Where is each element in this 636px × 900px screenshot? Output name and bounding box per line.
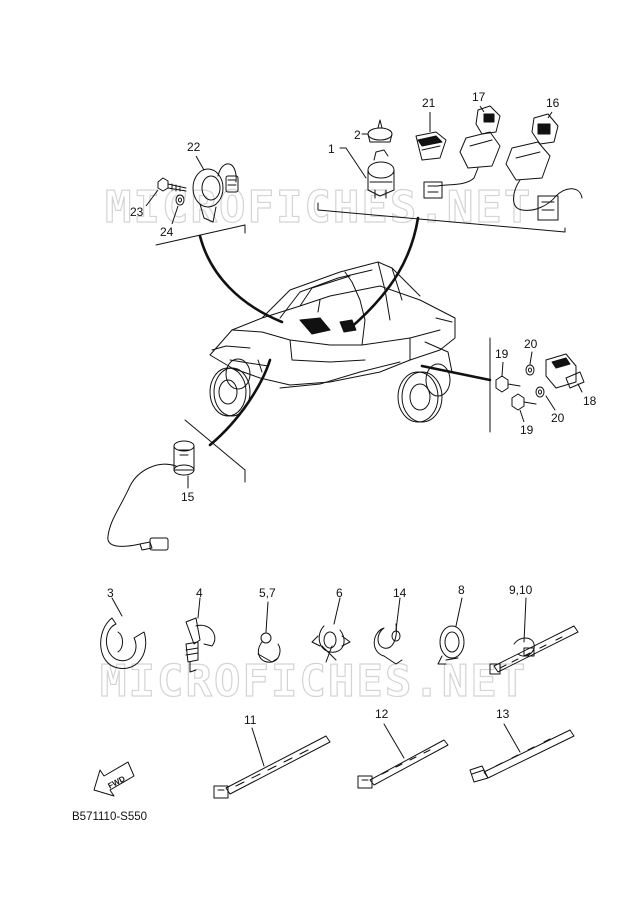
diagram-code: B571110-S550 — [72, 811, 147, 823]
callout-1: 1 — [328, 142, 335, 156]
leader-part-4 — [197, 597, 201, 619]
part-switch-cover[interactable] — [415, 131, 447, 161]
callout-19-top: 19 — [495, 347, 509, 361]
leader-part-3 — [111, 597, 123, 617]
callout-17: 17 — [472, 90, 486, 104]
callout-24: 24 — [160, 225, 174, 239]
callout-18: 18 — [583, 394, 597, 408]
callout-9-10: 9,10 — [509, 583, 533, 597]
leader-part-910 — [523, 597, 527, 643]
leader-part-24 — [171, 205, 179, 225]
part-bolt-19-top[interactable] — [495, 375, 521, 393]
part-clamp-4[interactable] — [185, 617, 216, 673]
watermark-bottom: MICROFICHES.NET — [100, 656, 527, 707]
callout-6: 6 — [336, 586, 343, 600]
callout-3: 3 — [107, 586, 114, 600]
leader-part-23 — [145, 189, 159, 207]
leader-part-22 — [195, 155, 205, 171]
bracket-socket-group — [184, 419, 246, 483]
part-clamp-6[interactable] — [311, 625, 351, 663]
part-relay-18[interactable] — [545, 353, 585, 389]
leader-part-16 — [547, 111, 553, 119]
part-clamp-8[interactable] — [437, 625, 465, 665]
vehicle-illustration — [209, 261, 456, 423]
part-power-socket[interactable] — [107, 440, 195, 551]
leader-part-14 — [395, 597, 401, 631]
part-washer-24[interactable] — [175, 194, 185, 206]
part-horn[interactable] — [192, 163, 239, 223]
callout-21: 21 — [422, 96, 436, 110]
leader-part-11 — [251, 727, 265, 767]
part-cable-tie-11[interactable] — [213, 735, 331, 799]
callout-16: 16 — [546, 96, 560, 110]
callout-numbers: 1 2 3 4 5,7 6 8 9,10 11 12 13 14 15 16 1… — [107, 90, 597, 727]
callout-4: 4 — [196, 586, 203, 600]
leader-part-8 — [455, 597, 463, 627]
bracket-horn-group — [155, 224, 246, 246]
leader-part-18 — [577, 383, 583, 393]
callout-11: 11 — [244, 713, 257, 727]
part-switch-16[interactable] — [505, 113, 583, 221]
part-bolt-19-bottom[interactable] — [511, 393, 537, 411]
callout-20-bottom: 20 — [551, 411, 565, 425]
leader-horn-to-vehicle — [198, 234, 284, 324]
fwd-arrow-icon — [93, 761, 135, 797]
part-switch-17[interactable] — [423, 105, 501, 199]
callout-23: 23 — [130, 205, 144, 219]
part-clamp-57[interactable] — [257, 632, 281, 663]
callout-12: 12 — [375, 707, 389, 721]
part-washer-20-top[interactable] — [525, 364, 535, 376]
callout-15: 15 — [181, 490, 195, 504]
leader-part-12 — [383, 723, 405, 759]
leader-part-20-bottom — [545, 395, 556, 411]
bracket-switch-group — [317, 202, 566, 233]
leader-part-17 — [479, 105, 485, 113]
callout-20-top: 20 — [524, 337, 538, 351]
callout-8: 8 — [458, 583, 465, 597]
leader-part-19-top — [501, 361, 504, 377]
part-clamp-14[interactable] — [373, 623, 403, 665]
leader-part-19-bottom — [519, 409, 525, 423]
part-cable-tie-13[interactable] — [469, 729, 575, 783]
callout-14: 14 — [393, 586, 407, 600]
leader-part-57 — [265, 601, 269, 633]
leader-relay-to-vehicle — [420, 364, 492, 382]
leader-part-13 — [503, 723, 521, 753]
leader-socket-to-vehicle — [208, 358, 272, 447]
callout-22: 22 — [187, 140, 201, 154]
callout-2: 2 — [354, 128, 361, 142]
fwd-label: FWD — [106, 774, 127, 791]
part-band-910[interactable] — [489, 625, 579, 675]
callout-19-bottom: 19 — [520, 423, 534, 437]
leader-part-20-top — [529, 351, 533, 365]
part-clamp-3[interactable] — [100, 617, 147, 669]
leader-switch-to-vehicle — [346, 216, 420, 332]
part-bolt-23[interactable] — [157, 177, 187, 192]
callout-13: 13 — [496, 707, 510, 721]
part-washer-20-bottom[interactable] — [535, 386, 545, 398]
callout-5-7: 5,7 — [259, 586, 276, 600]
leader-part-6 — [333, 597, 341, 625]
leader-part-1 — [339, 147, 367, 179]
part-cable-tie-12[interactable] — [357, 739, 449, 789]
